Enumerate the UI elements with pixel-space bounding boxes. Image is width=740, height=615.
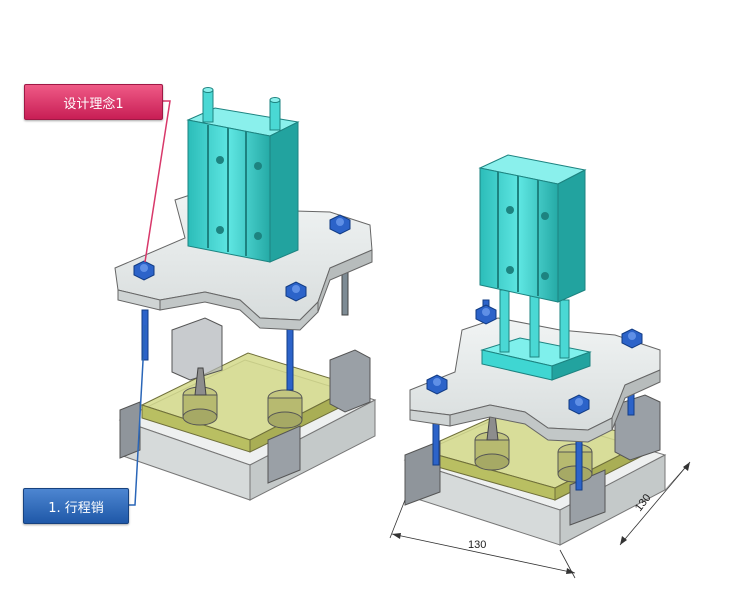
left-bushings <box>182 367 303 429</box>
right-assembly <box>403 154 667 546</box>
left-assembly <box>114 87 377 501</box>
left-plate-screws <box>133 214 351 302</box>
dimension-width: 130 <box>389 499 576 579</box>
left-air-cylinder <box>186 87 300 263</box>
left-side-blocks <box>119 317 371 484</box>
stroke-pin-callout: 1. 行程销 <box>23 488 129 524</box>
right-plate-screws <box>426 304 643 415</box>
design-concept-callout: 设计理念1 <box>24 84 163 120</box>
right-air-cylinder <box>478 154 587 303</box>
callout-leaders <box>127 100 171 506</box>
right-bushings <box>474 413 593 483</box>
dimension-width-label: 130 <box>468 539 486 551</box>
right-side-blocks <box>404 394 661 526</box>
